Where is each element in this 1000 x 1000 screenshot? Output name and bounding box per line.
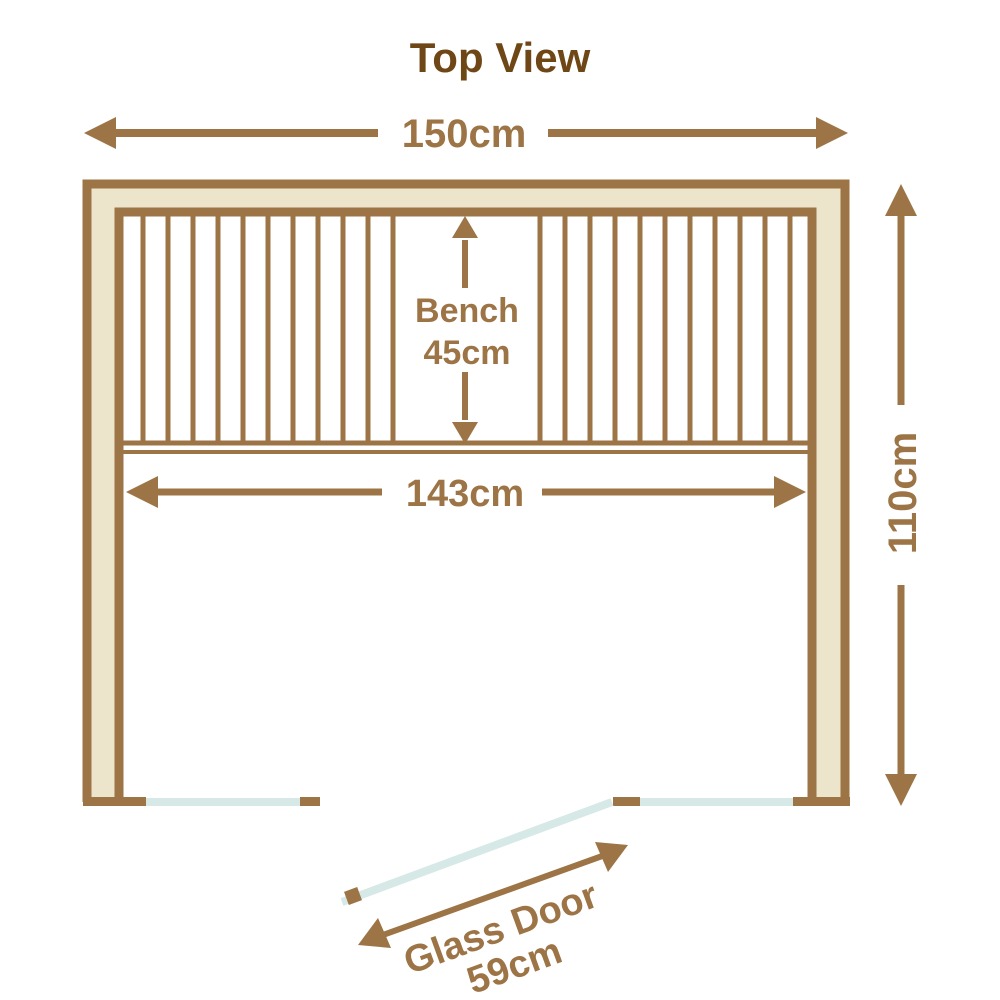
fixed-glass-panel-right <box>640 798 793 806</box>
bench-width-arrow <box>126 476 806 508</box>
bench <box>123 214 808 454</box>
bench-depth-arrow <box>452 216 478 444</box>
depth-dimension-arrow <box>885 184 917 806</box>
fixed-glass-panel-left <box>146 798 300 806</box>
bench-label: Bench <box>415 292 519 330</box>
door-width-arrow <box>358 842 628 948</box>
bench-depth-label: 45cm <box>424 334 511 372</box>
width-dimension-arrow <box>84 117 848 149</box>
bench-width-label: 143cm <box>406 473 524 515</box>
door-handle <box>344 887 362 905</box>
glass-door <box>340 798 614 906</box>
diagram-title: Top View <box>410 34 591 81</box>
depth-label: 110cm <box>881 432 925 554</box>
sauna-walls <box>82 179 850 806</box>
width-label: 150cm <box>402 112 527 156</box>
